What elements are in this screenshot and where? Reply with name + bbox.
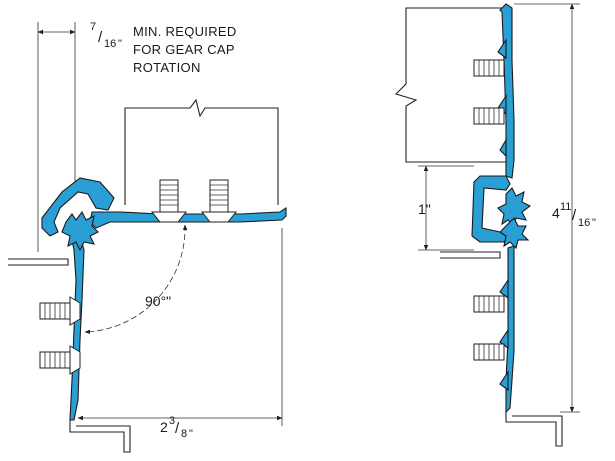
right-height-dim-slash: / <box>572 207 577 224</box>
left-top-screw-1 <box>150 179 188 223</box>
left-gap-dim-unit: " <box>118 38 122 50</box>
right-detail: 1" 4 11 / 16 " <box>394 3 596 447</box>
right-frame-line <box>440 251 501 259</box>
right-height-dim-unit: " <box>592 217 596 229</box>
right-leaf-notches-top <box>497 38 507 158</box>
right-top-screw-1 <box>473 59 505 77</box>
right-height-dim-denominator: 16 <box>578 217 590 229</box>
left-width-dim-denominator: 8 <box>181 428 187 440</box>
right-door-outline <box>394 7 508 163</box>
right-gear-teeth-lower <box>499 217 530 250</box>
left-angle-label: 90°" <box>145 293 171 309</box>
left-gear-teeth <box>61 210 99 252</box>
left-bottom-angle <box>69 420 131 453</box>
right-bottom-screw-1 <box>473 295 505 313</box>
right-height-dim-whole: 4 <box>552 205 560 221</box>
right-bottom-angle <box>505 412 563 447</box>
left-width-dim-numerator: 3 <box>169 415 175 427</box>
left-hinge-leaf-horizontal <box>89 206 287 229</box>
left-width-dim-unit: " <box>189 428 193 440</box>
left-side-screw-2 <box>39 345 81 375</box>
left-hinge-leaf-vertical <box>69 235 85 421</box>
left-note-line-2: FOR GEAR CAP <box>133 42 235 57</box>
right-top-screw-2 <box>473 107 505 125</box>
left-note-line-1: MIN. REQUIRED <box>133 24 237 39</box>
left-gap-dim-numerator: 7 <box>90 21 96 33</box>
left-top-screw-2 <box>200 179 238 223</box>
right-small-dim-label: 1" <box>418 201 431 217</box>
left-gap-dim-slash: / <box>98 29 103 46</box>
left-width-dim-whole: 2 <box>160 419 168 435</box>
right-bottom-screw-2 <box>473 343 505 361</box>
left-gap-dim-denominator: 16 <box>104 38 116 50</box>
left-angle-arc <box>84 224 188 335</box>
left-width-dim-slash: / <box>175 420 180 437</box>
right-height-dim-numerator: 11 <box>560 201 571 213</box>
left-note-line-3: ROTATION <box>133 60 201 75</box>
left-side-screw-1 <box>39 296 81 326</box>
left-gear-cap <box>41 177 115 237</box>
left-door-outline <box>124 98 279 205</box>
right-gear-teeth <box>497 187 532 228</box>
left-frame-line <box>8 258 69 266</box>
right-gear-cap <box>471 175 511 243</box>
left-detail: 7 / 16 " MIN. REQUIRED FOR GEAR CAP ROTA… <box>8 21 287 453</box>
